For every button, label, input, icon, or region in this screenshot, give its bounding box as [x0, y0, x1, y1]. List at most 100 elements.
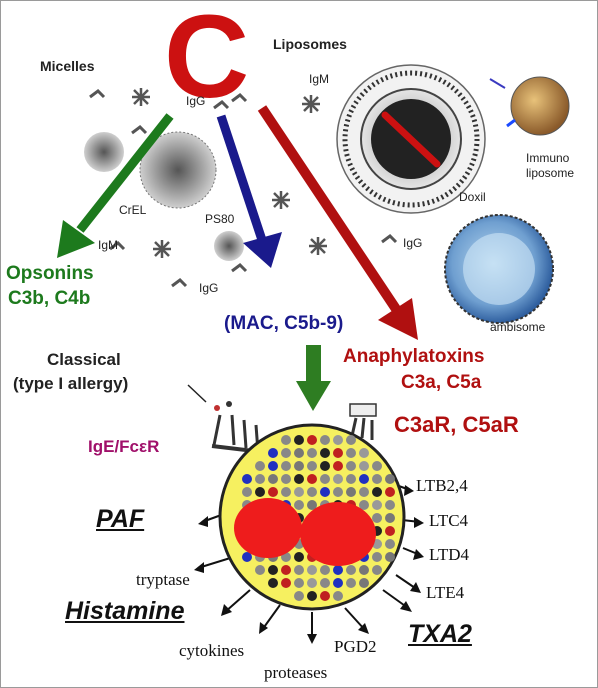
granule	[307, 591, 317, 601]
granule	[294, 552, 304, 562]
granule	[359, 487, 369, 497]
granule	[242, 552, 252, 562]
granule	[268, 578, 278, 588]
micelles-label: Micelles	[40, 58, 95, 74]
granule	[268, 448, 278, 458]
granule	[255, 474, 265, 484]
granule	[307, 500, 317, 510]
classical-label: Classical	[47, 350, 121, 369]
granule	[359, 448, 369, 458]
receptors-label: C3aR, C5aR	[394, 412, 519, 437]
granule	[294, 461, 304, 471]
granule	[372, 565, 382, 575]
doxil-label: Doxil	[459, 190, 486, 204]
granule	[294, 591, 304, 601]
granule	[385, 487, 395, 497]
granule	[268, 565, 278, 575]
mast-cell	[218, 423, 406, 611]
granule	[294, 565, 304, 575]
crel-label: CrEL	[119, 203, 147, 217]
doxil-liposome	[336, 64, 486, 214]
anaphylatoxins-label: Anaphylatoxins	[343, 346, 485, 367]
granule	[359, 578, 369, 588]
paf-label: PAF	[96, 505, 145, 533]
granule	[294, 448, 304, 458]
granule	[333, 474, 343, 484]
granule	[320, 487, 330, 497]
ltb-label: LTB2,4	[416, 476, 468, 495]
granule	[307, 487, 317, 497]
micelle-small	[84, 132, 124, 172]
granule	[372, 487, 382, 497]
granule	[359, 474, 369, 484]
granule	[320, 435, 330, 445]
granule	[320, 448, 330, 458]
opsonins-label: Opsonins	[6, 263, 94, 284]
igm-glyphs	[132, 88, 327, 258]
granule	[346, 448, 356, 458]
c3b-c4b-label: C3b, C4b	[8, 288, 91, 309]
ambisome	[444, 214, 554, 324]
cytokines-label: cytokines	[179, 641, 245, 660]
igm-top-label: IgM	[309, 72, 330, 86]
immunoliposome	[489, 76, 570, 136]
granule	[346, 565, 356, 575]
granule	[294, 487, 304, 497]
granule	[359, 500, 369, 510]
ps80-label: PS80	[205, 212, 235, 226]
granule	[333, 565, 343, 575]
granule	[385, 539, 395, 549]
granule	[372, 513, 382, 523]
ambisome-label: ambisome	[490, 320, 546, 334]
granule	[333, 591, 343, 601]
granule	[372, 474, 382, 484]
pgd-label: PGD2	[334, 637, 377, 656]
granule	[346, 461, 356, 471]
type-i-allergy-label: (type I allergy)	[13, 374, 129, 393]
igg-mid-label: IgG	[199, 281, 219, 295]
granule	[307, 565, 317, 575]
granule	[385, 526, 395, 536]
granule	[294, 435, 304, 445]
granule	[385, 513, 395, 523]
granule	[281, 474, 291, 484]
granule	[307, 435, 317, 445]
granule	[346, 474, 356, 484]
granule	[294, 474, 304, 484]
arrow-to-cell	[296, 345, 331, 411]
granule	[281, 578, 291, 588]
granule	[268, 461, 278, 471]
tryptase-label: tryptase	[136, 570, 190, 589]
granule	[281, 565, 291, 575]
ltc-label: LTC4	[429, 511, 469, 530]
granule	[307, 474, 317, 484]
granule	[307, 461, 317, 471]
granule	[255, 565, 265, 575]
granule	[307, 578, 317, 588]
granule	[294, 578, 304, 588]
granule	[268, 487, 278, 497]
granule	[320, 565, 330, 575]
granule	[372, 552, 382, 562]
txa-label: TXA2	[408, 620, 472, 648]
igg-low-label: IgG	[403, 236, 423, 250]
granule	[242, 487, 252, 497]
histamine-label: Histamine	[65, 597, 185, 625]
lte-label: LTE4	[426, 583, 465, 602]
granule	[320, 578, 330, 588]
granule	[385, 500, 395, 510]
mac-label: (MAC, C5b-9)	[224, 313, 344, 334]
granule	[268, 474, 278, 484]
proteases-label: proteases	[264, 663, 328, 682]
granule	[333, 435, 343, 445]
granule	[333, 487, 343, 497]
granule	[359, 461, 369, 471]
granule	[346, 578, 356, 588]
granule	[372, 500, 382, 510]
arrow-to-mac	[216, 114, 282, 268]
antibody-glyphs	[89, 89, 398, 288]
igm-mid-label: IgM	[98, 238, 119, 252]
granule	[333, 448, 343, 458]
igg-top-label: IgG	[186, 94, 206, 108]
